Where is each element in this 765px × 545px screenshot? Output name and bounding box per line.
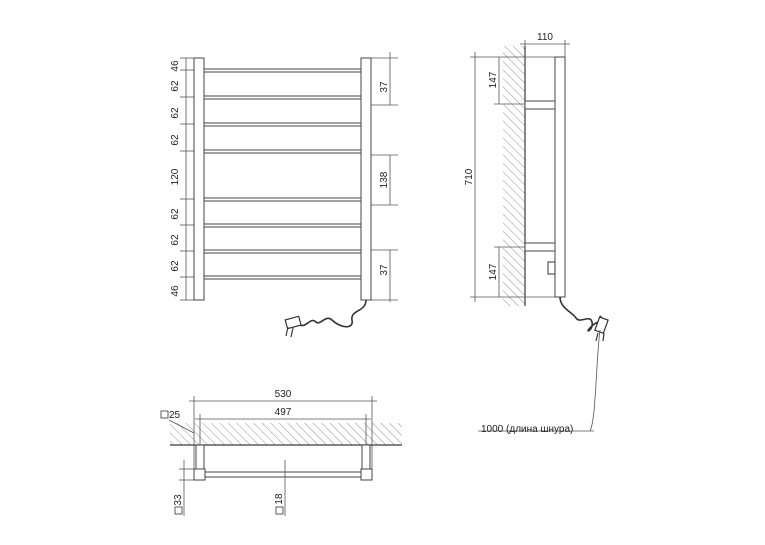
rail xyxy=(203,275,362,280)
rails xyxy=(203,68,362,280)
power-cord xyxy=(284,299,367,338)
wall-bracket xyxy=(524,100,556,110)
wall-hatching xyxy=(503,46,525,306)
dim-label: 37 xyxy=(379,81,390,93)
dim-label: 497 xyxy=(275,407,292,418)
plug-icon xyxy=(594,316,609,335)
left-post xyxy=(193,57,205,301)
dim-label: 46 xyxy=(170,60,181,72)
dim-label: 62 xyxy=(170,107,181,119)
front-left-dimensions: 46 62 62 62 120 62 62 62 46 xyxy=(170,57,194,301)
rail xyxy=(203,122,362,127)
wall-bracket xyxy=(524,242,556,252)
side-view: 110 710 147 147 1000 (длина шнура) xyxy=(464,32,609,435)
right-post xyxy=(360,57,372,301)
dim-label: 37 xyxy=(379,264,390,276)
dim-label: 530 xyxy=(275,389,292,400)
rail xyxy=(203,223,362,228)
dim-label: 147 xyxy=(488,71,499,88)
dim-label: 138 xyxy=(379,171,390,188)
square-symbol xyxy=(174,506,183,515)
square-symbol xyxy=(160,410,169,419)
dim-label: 62 xyxy=(170,134,181,146)
dim-label: 62 xyxy=(170,80,181,92)
dim-label: 147 xyxy=(488,263,499,280)
rail xyxy=(203,95,362,100)
plug-icon xyxy=(284,315,302,330)
front-right-dimensions: 37 138 37 xyxy=(371,52,398,302)
rail-top xyxy=(204,471,362,478)
dim-label: 710 xyxy=(464,168,475,185)
dim-label: 25 xyxy=(169,410,181,421)
dim-label: 62 xyxy=(170,260,181,272)
rail xyxy=(203,197,362,202)
rail xyxy=(203,249,362,254)
dim-label: 110 xyxy=(537,32,553,43)
square-symbol xyxy=(275,506,284,515)
cord-length-label: 1000 (длина шнура) xyxy=(481,424,573,435)
wall-bracket xyxy=(195,444,205,470)
side-power-cord xyxy=(559,296,609,342)
dim-label: 33 xyxy=(173,494,184,506)
right-post-top xyxy=(360,468,373,481)
rail xyxy=(203,149,362,154)
top-view: 530 497 25 33 18 xyxy=(160,389,402,516)
left-post-top xyxy=(193,468,206,481)
dim-label: 62 xyxy=(170,234,181,246)
dim-label: 120 xyxy=(170,168,181,185)
side-post xyxy=(554,56,566,298)
wall-hatching xyxy=(170,423,402,445)
front-view: 46 62 62 62 120 62 62 62 46 37 138 37 xyxy=(170,52,398,338)
heater-box xyxy=(547,261,556,275)
rail xyxy=(203,68,362,73)
dim-label: 46 xyxy=(170,285,181,297)
wall-bracket xyxy=(361,444,371,470)
dim-label: 62 xyxy=(170,208,181,220)
dim-label: 18 xyxy=(274,493,285,505)
